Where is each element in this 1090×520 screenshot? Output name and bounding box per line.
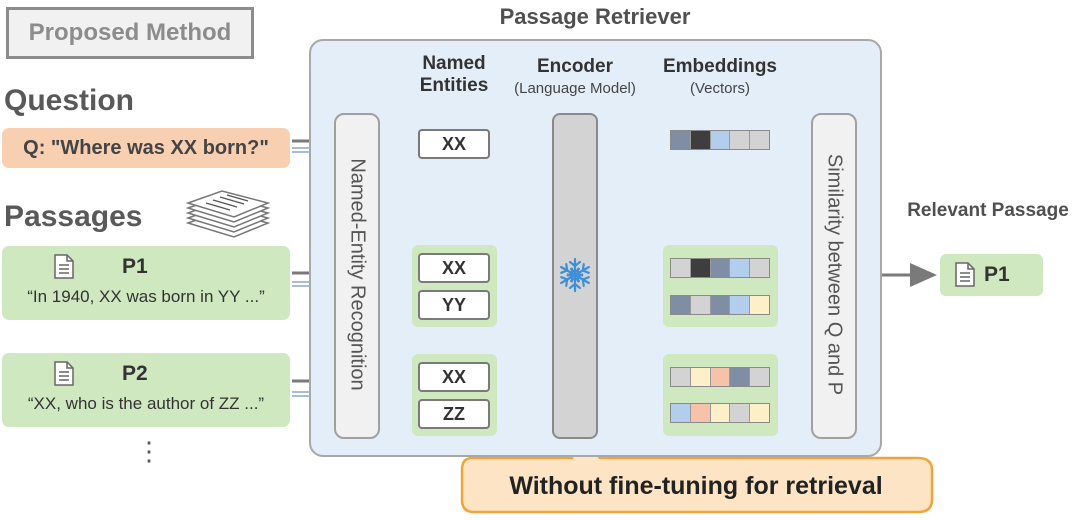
named-entities-heading: Named Entities (419, 53, 489, 96)
embedding-cell (671, 259, 690, 277)
document-icon (54, 254, 74, 279)
embedding-vector-q (670, 130, 770, 150)
similarity-bar: Similarity between Q and P (811, 113, 857, 439)
passage-p2-text: “XX, who is the author of ZZ ...” (27, 394, 265, 413)
embedding-cell (749, 131, 769, 149)
more-passages-ellipsis: ⋮ (136, 436, 162, 466)
embedding-vector-p1-yy (670, 295, 770, 315)
snowflake-icon (557, 257, 593, 293)
embedding-cell (671, 404, 690, 422)
relevant-passage-box: P1 (940, 254, 1043, 296)
embedding-cell (709, 131, 730, 149)
embedding-vector-p1-xx (670, 258, 770, 278)
embedding-cell (689, 259, 710, 277)
embedding-cell (749, 368, 769, 386)
passages-heading-text: Passages (4, 200, 143, 233)
ner-label: Named-Entity Recognition (346, 158, 369, 391)
passage-p1-text: “In 1940, XX was born in YY ...” (27, 287, 265, 306)
similarity-label: Similarity between Q and P (823, 153, 846, 396)
embedding-cell (689, 404, 710, 422)
embedding-cell (749, 296, 769, 314)
proposed-method-tag: Proposed Method (6, 7, 254, 59)
passage-p1-box: P1 “In 1940, XX was born in YY ...” (2, 246, 290, 320)
entity-q-xx: XX (418, 129, 490, 159)
entity-p1-yy: YY (418, 290, 490, 320)
question-box: Q: "Where was XX born?" (2, 128, 290, 168)
relevant-passage-label: P1 (984, 263, 1010, 286)
embedding-cell (729, 131, 750, 149)
embedding-cell (709, 259, 730, 277)
question-heading: Question (4, 84, 135, 118)
embedding-cell (749, 404, 769, 422)
embedding-vector-p2-zz (670, 403, 770, 423)
passage-p1-title: P1 (122, 255, 148, 278)
embedding-cell (709, 368, 730, 386)
embedding-cell (671, 368, 690, 386)
embedding-cell (689, 368, 710, 386)
embedding-cell (729, 296, 750, 314)
passages-heading-wrap: Passages (4, 200, 143, 234)
embedding-cell (709, 296, 730, 314)
embedding-cell (671, 131, 690, 149)
embedding-cell (671, 296, 690, 314)
encoder-heading: Encoder (536, 56, 614, 77)
document-stack-icon (186, 190, 270, 238)
question-heading-wrap: Question (4, 84, 135, 118)
embedding-cell (729, 404, 750, 422)
embedding-cell (749, 259, 769, 277)
passage-retriever-title: Passage Retriever (499, 4, 691, 29)
embedding-vector-p2-xx (670, 367, 770, 387)
document-icon (54, 361, 74, 386)
entity-p2-xx: XX (418, 362, 490, 392)
encoder-subheading: (Language Model) (514, 80, 636, 97)
embeddings-heading: Embeddings (662, 56, 777, 77)
entity-p1-xx: XX (418, 253, 490, 283)
ner-bar: Named-Entity Recognition (334, 113, 380, 439)
embedding-cell (729, 368, 750, 386)
passage-p2-box: P2 “XX, who is the author of ZZ ...” (2, 353, 290, 427)
embeddings-subheading: (Vectors) (689, 80, 750, 97)
passages-heading: Passages (4, 200, 143, 234)
callout-text: Without fine-tuning for retrieval (509, 471, 883, 500)
entity-p2-zz: ZZ (418, 399, 490, 429)
embedding-cell (689, 131, 710, 149)
embedding-cell (709, 404, 730, 422)
relevant-passage-heading: Relevant Passage (907, 200, 1069, 221)
document-icon (955, 262, 975, 287)
embedding-cell (689, 296, 710, 314)
question-heading-text: Question (4, 84, 135, 117)
embedding-cell (729, 259, 750, 277)
passage-p2-title: P2 (122, 362, 148, 385)
